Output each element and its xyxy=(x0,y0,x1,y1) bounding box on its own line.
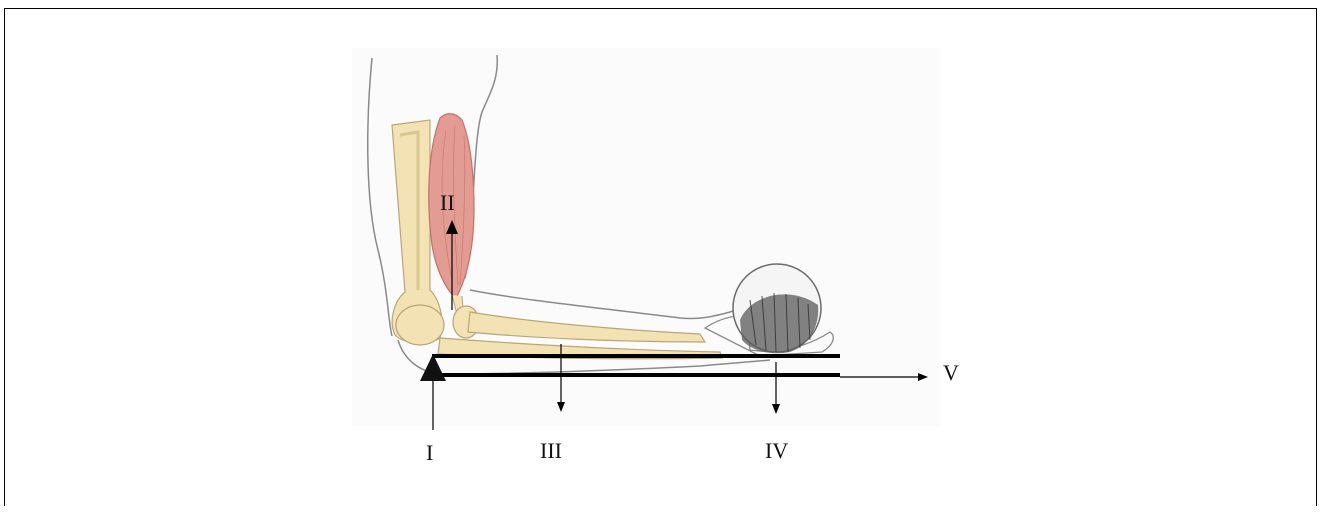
label-muscle-force: II xyxy=(440,192,455,214)
upper-arm-outline xyxy=(368,58,392,336)
label-load-weight: IV xyxy=(765,440,788,462)
elbow-joint xyxy=(396,305,444,345)
load-weight-arrow-head xyxy=(772,404,780,414)
label-fulcrum: I xyxy=(426,442,433,464)
label-lever-axis: V xyxy=(943,362,959,384)
fulcrum-triangle xyxy=(420,354,446,381)
axis-arrow-head xyxy=(918,373,928,381)
label-forearm-weight: III xyxy=(540,440,562,462)
forearm-top-outline xyxy=(470,290,760,319)
forearm-weight-arrow-head xyxy=(557,402,565,412)
